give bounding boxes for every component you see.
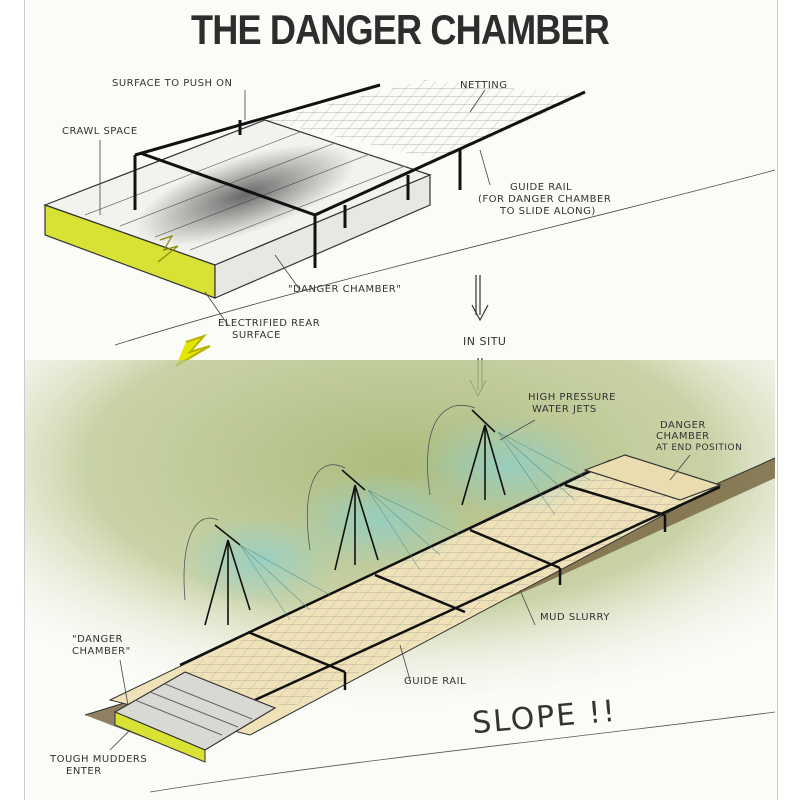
end-chamber <box>583 454 722 501</box>
label-mud-slurry: MUD SLURRY <box>540 612 610 623</box>
water-jet-tripods <box>183 405 506 626</box>
label-electrified-rear: ELECTRIFIED REAR <box>218 318 321 329</box>
page-title: THE DANGER CHAMBER <box>191 6 610 53</box>
label-enter: ENTER <box>66 766 102 777</box>
label-guide-rail-bottom: GUIDE RAIL <box>404 676 467 687</box>
label-guide-rail-top-note-2: TO SLIDE ALONG) <box>500 206 596 217</box>
label-end-chamber: CHAMBER <box>656 431 710 442</box>
label-netting: NETTING <box>460 80 508 91</box>
tripod-1 <box>183 517 251 626</box>
bottom-guide-rails <box>179 460 721 702</box>
label-end-danger: DANGER <box>660 420 706 431</box>
label-danger-chamber-entry-2: CHAMBER" <box>72 646 131 657</box>
label-end-position: AT END POSITION <box>656 443 743 453</box>
lower-slope-line <box>149 711 776 793</box>
label-guide-rail-top: GUIDE RAIL <box>510 182 573 193</box>
lightning-bolt <box>175 333 211 367</box>
label-danger-chamber-top: "DANGER CHAMBER" <box>288 284 402 295</box>
label-danger-chamber-entry-1: "DANGER <box>72 634 123 645</box>
top-ground-line <box>114 169 776 346</box>
top-sketch <box>43 80 776 367</box>
tripod-2 <box>306 464 379 571</box>
netting <box>265 80 585 160</box>
label-guide-rail-top-note-1: (FOR DANGER CHAMBER <box>478 194 612 205</box>
bottom-sketch <box>25 360 776 793</box>
chamber-side-face <box>214 174 431 299</box>
label-crawl-space: CRAWL SPACE <box>62 126 138 137</box>
smoke <box>134 144 356 246</box>
guide-rail-frame <box>133 83 586 268</box>
label-high-pressure: HIGH PRESSURE <box>528 392 616 403</box>
label-surface-to-push-on: SURFACE TO PUSH ON <box>112 78 233 89</box>
label-electrified-surface: SURFACE <box>232 330 281 341</box>
label-tough-mudders: TOUGH MUDDERS <box>50 754 148 765</box>
label-water-jets: WATER JETS <box>532 404 597 415</box>
label-in-situ: IN SITU <box>463 335 507 348</box>
water-spray <box>239 431 591 621</box>
entry-electrified-face <box>114 711 206 763</box>
tripod-3 <box>427 405 506 506</box>
